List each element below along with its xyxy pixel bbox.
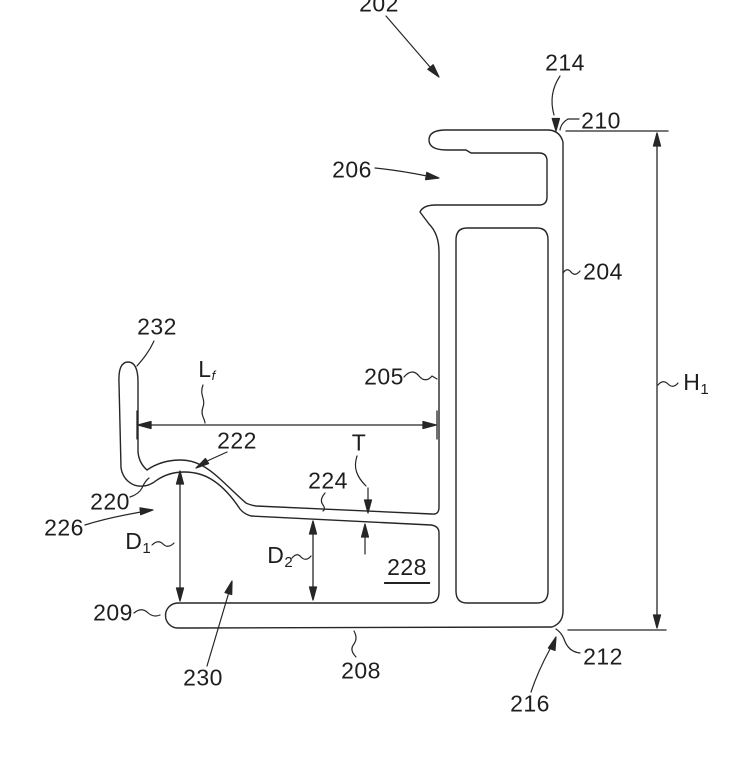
leader-204 [562,269,581,275]
dim-d2 [308,520,318,601]
dim-t-label: T [351,429,367,456]
leader-224 [320,492,326,512]
leader-214 [551,75,561,116]
t-arrowhead-up [360,523,370,538]
leader-209 [133,609,161,617]
dim-h1 [565,130,669,631]
leader-h1 [657,381,679,387]
leader-220 [129,477,150,498]
ref-210-label: 210 [581,107,621,134]
d1-arrowhead-up [175,470,185,485]
leader-lf [201,384,206,424]
ref-206-label: 206 [332,156,372,183]
ref-205-label: 205 [364,363,404,390]
ref-208-label: 208 [341,657,381,684]
arrowhead-226 [139,507,154,516]
dim-d1-label: D1 [125,527,151,558]
leader-232 [136,340,155,367]
ref-204-label: 204 [583,258,623,285]
leader-202 [385,15,431,68]
h1-arrowhead-up [652,132,662,147]
ref-202-label: 202 [359,0,399,17]
arrowhead-216 [547,636,557,652]
wall-cavity [455,227,549,604]
leader-d2 [291,554,312,560]
arrowhead-206 [425,171,440,181]
t-arrowhead-down [363,499,373,514]
ref-212-label: 212 [583,643,623,670]
ref-224-label: 224 [308,467,348,494]
leader-210-curve [559,118,569,131]
dim-lf [136,410,438,440]
leader-206 [374,167,428,177]
leader-216 [530,648,551,693]
dim-d2-label: D2 [267,541,293,572]
t-leader [354,455,367,487]
ref-222-label: 222 [217,427,257,454]
ref-226-label: 226 [44,514,84,541]
ref-209-label: 209 [93,599,133,626]
arrowhead-230 [224,580,233,596]
leader-208 [351,630,357,658]
leader-d1 [151,541,175,547]
leader-226 [84,511,142,526]
ref-232-label: 232 [137,313,177,340]
dim-lf-label: Lf [198,356,216,383]
dim-h1-label: H1 [683,368,709,399]
leader-230 [206,591,230,667]
frame-profile-outline [118,129,564,629]
h1-arrowhead-down [652,614,662,629]
ref-216-label: 216 [510,690,550,717]
ref-220-label: 220 [90,488,130,515]
arrowhead-222 [195,457,210,469]
d2-arrowhead-up [308,520,318,535]
lf-arrowhead-left [137,420,152,430]
dim-d1 [175,470,185,602]
dim-t [354,455,373,555]
arrowhead-214 [551,117,561,132]
ref-228-label: 228 [384,556,430,584]
ref-230-label: 230 [183,664,223,691]
leader-212 [555,628,581,654]
lf-arrowhead-right [422,420,437,430]
d1-arrowhead-down [175,587,185,602]
leader-205 [403,371,438,381]
leader-lines [84,15,679,693]
ref-214-label: 214 [545,49,585,76]
d2-arrowhead-down [308,586,318,601]
arrowhead-202 [427,64,440,78]
